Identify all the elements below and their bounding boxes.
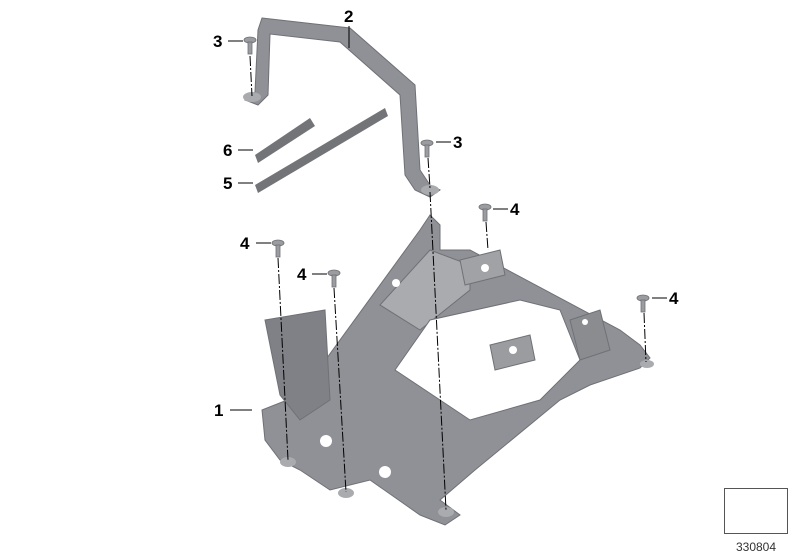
callout-4b: 4 bbox=[297, 265, 307, 284]
callout-4a: 4 bbox=[240, 234, 250, 253]
screw-3a bbox=[243, 36, 257, 55]
callout-4d: 4 bbox=[669, 289, 679, 308]
callout-6: 6 bbox=[223, 141, 233, 160]
reference-box bbox=[724, 488, 788, 534]
screw-4b bbox=[327, 269, 341, 288]
callout-3a: 3 bbox=[213, 32, 223, 51]
strip-part-5[interactable] bbox=[255, 108, 388, 193]
screws bbox=[243, 36, 650, 313]
screw-4a bbox=[271, 239, 285, 258]
strap-part-2[interactable] bbox=[243, 17, 441, 198]
reference-number: 330804 bbox=[735, 540, 777, 554]
screw-4d bbox=[636, 294, 650, 313]
assembly-lines bbox=[249, 55, 647, 511]
callout-3b: 3 bbox=[453, 133, 463, 152]
strip-part-6[interactable] bbox=[255, 118, 315, 163]
callout-5: 5 bbox=[223, 174, 233, 193]
screw-4c bbox=[478, 203, 492, 222]
bracket-part-1[interactable] bbox=[261, 214, 654, 526]
callout-2: 2 bbox=[344, 7, 354, 26]
callout-4c: 4 bbox=[510, 200, 520, 219]
callout-1: 1 bbox=[214, 401, 224, 420]
screw-3b bbox=[420, 139, 434, 158]
leader-lines bbox=[228, 26, 667, 411]
